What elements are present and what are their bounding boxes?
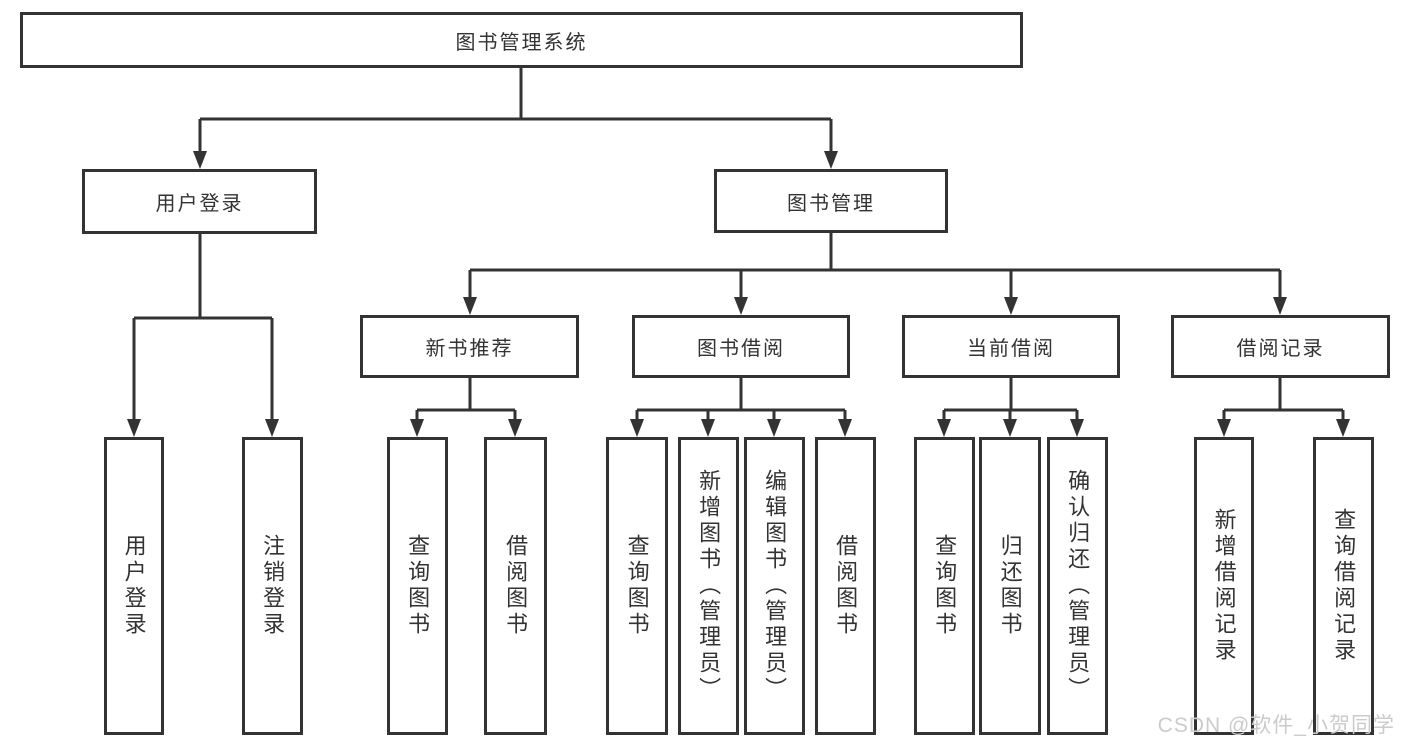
connector-book-borrow-children xyxy=(635,378,847,421)
arrowhead xyxy=(265,419,279,437)
node-user-login: 用户登录 xyxy=(82,169,317,234)
arrowhead xyxy=(937,419,951,437)
leaf-label: 查询图书 xyxy=(405,534,431,638)
leaf-label: 借阅图书 xyxy=(833,534,859,638)
connector-root-to-level2 xyxy=(198,68,833,153)
arrowhead xyxy=(1217,419,1231,437)
arrowheads xyxy=(127,151,1350,437)
arrowhead xyxy=(127,419,141,437)
arrowhead xyxy=(1004,297,1018,315)
arrowhead xyxy=(701,419,715,437)
connector-current-borrow-children xyxy=(942,378,1079,421)
arrowhead xyxy=(767,419,781,437)
leaf-label: 借阅图书 xyxy=(503,534,529,638)
connector-user-login-children xyxy=(132,234,274,421)
leaf-label: 归还图书 xyxy=(997,534,1023,638)
arrowhead xyxy=(410,419,424,437)
node-label: 当前借阅 xyxy=(967,338,1055,360)
leaf-edit-books-admin: 编辑图书（管理员） xyxy=(744,437,805,735)
leaf-label: 确认归还（管理员） xyxy=(1065,469,1091,703)
node-label: 新书推荐 xyxy=(425,338,514,360)
node-label: 图书借阅 xyxy=(697,338,785,360)
node-root: 图书管理系统 xyxy=(20,12,1023,68)
leaf-return-books: 归还图书 xyxy=(979,437,1041,735)
arrowhead xyxy=(630,419,644,437)
arrowhead xyxy=(508,419,522,437)
leaf-query-books-recommend: 查询图书 xyxy=(387,437,448,735)
leaf-query-books-borrow: 查询图书 xyxy=(606,437,668,735)
leaf-borrow-books-recommend: 借阅图书 xyxy=(484,437,547,735)
node-current-borrowing: 当前借阅 xyxy=(902,315,1120,378)
leaf-query-books-current: 查询图书 xyxy=(914,437,975,735)
arrowhead xyxy=(1070,419,1084,437)
leaf-confirm-return-admin: 确认归还（管理员） xyxy=(1047,437,1108,735)
leaf-borrow-books: 借阅图书 xyxy=(815,437,876,735)
leaf-label: 新增借阅记录 xyxy=(1211,508,1237,664)
leaf-label: 查询图书 xyxy=(624,534,650,638)
connector-borrow-record-children xyxy=(1222,378,1345,421)
csdn-watermark: CSDN @软件_小贺同学 xyxy=(1157,714,1395,737)
leaf-label: 编辑图书（管理员） xyxy=(762,469,788,703)
node-new-book-recommendation: 新书推荐 xyxy=(360,315,579,378)
leaf-add-books-admin: 新增图书（管理员） xyxy=(678,437,739,735)
node-borrowing-records: 借阅记录 xyxy=(1171,315,1390,378)
leaf-add-borrow-record: 新增借阅记录 xyxy=(1194,437,1254,735)
leaf-label: 注销登录 xyxy=(260,534,286,638)
arrowhead xyxy=(824,151,838,169)
node-book-management: 图书管理 xyxy=(714,169,948,233)
arrowhead xyxy=(1336,419,1350,437)
node-label: 借阅记录 xyxy=(1236,338,1325,360)
arrowhead xyxy=(1003,419,1017,437)
arrowhead xyxy=(1273,297,1287,315)
leaf-label: 新增图书（管理员） xyxy=(696,469,722,703)
leaf-label: 查询图书 xyxy=(932,534,958,638)
arrowhead xyxy=(463,297,477,315)
leaf-label: 查询借阅记录 xyxy=(1331,508,1357,664)
node-book-borrowing: 图书借阅 xyxy=(632,315,850,378)
leaf-logout: 注销登录 xyxy=(242,437,303,735)
arrowhead xyxy=(734,297,748,315)
arrowhead xyxy=(838,419,852,437)
node-label: 用户登录 xyxy=(155,193,244,215)
node-label: 图书管理 xyxy=(787,192,875,215)
node-root-label: 图书管理系统 xyxy=(455,31,588,54)
arrowhead xyxy=(193,151,207,169)
leaf-user-login: 用户登录 xyxy=(104,437,164,735)
leaf-label: 用户登录 xyxy=(121,534,147,638)
leaf-query-borrow-record: 查询借阅记录 xyxy=(1313,437,1374,735)
connector-book-management-children xyxy=(468,233,1282,299)
connector-new-book-children xyxy=(415,378,517,421)
